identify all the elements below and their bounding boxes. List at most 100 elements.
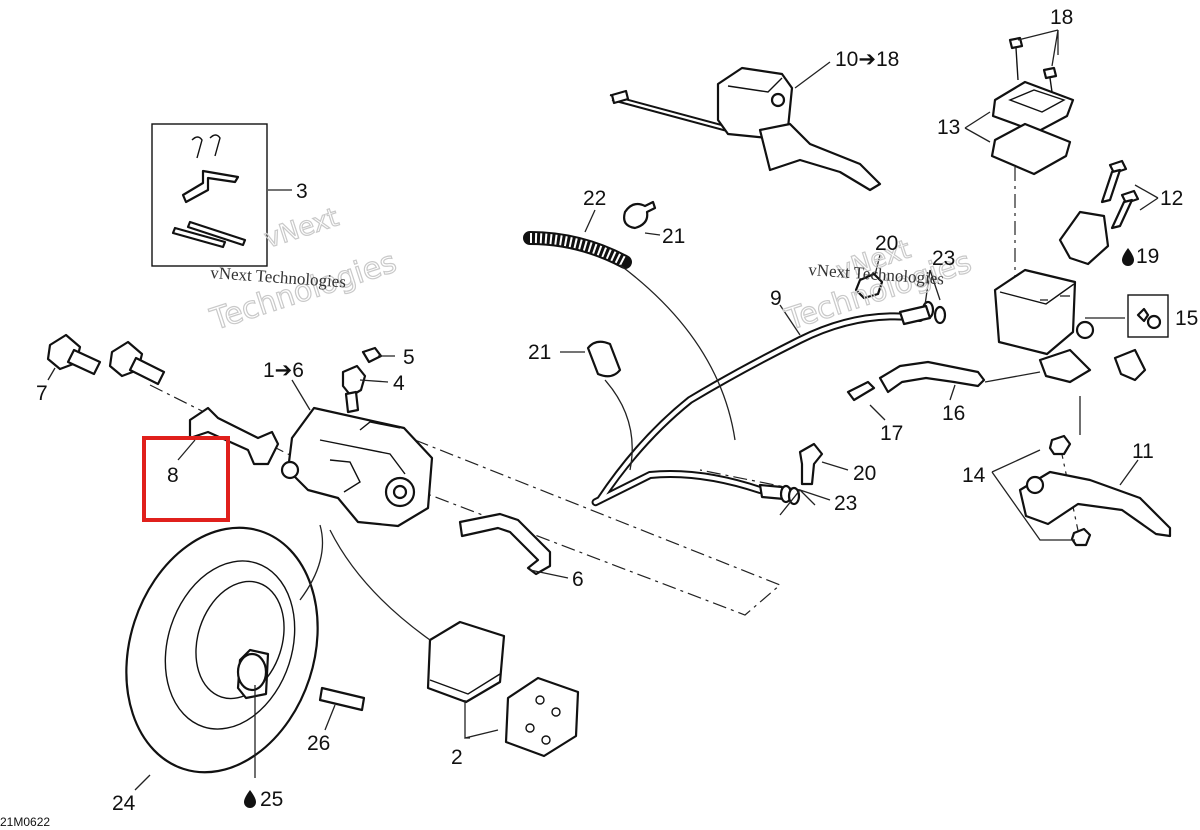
- leader-16: [949, 384, 956, 401]
- spiral-guard-icon: [523, 231, 632, 269]
- connector-17-icon: [846, 380, 876, 402]
- leader-18: [1017, 29, 1059, 67]
- watermark-left: vNext Technologies vNext Technologies: [205, 202, 401, 338]
- hose-clamp-top-icon: [623, 200, 657, 230]
- callout-21-top: 21: [662, 225, 685, 248]
- master-cylinder-top-icon: [609, 66, 882, 192]
- assembly-line-caliper-hose: [414, 439, 782, 616]
- leader-2: [464, 700, 499, 739]
- banjo-bolt-upper-icon: [854, 272, 884, 300]
- reservoir-cover-screws-icon: [1008, 36, 1058, 93]
- drop-icon-15: [1136, 307, 1150, 323]
- highlight-box-part-8: [142, 436, 230, 522]
- pin-a-icon: [171, 226, 227, 249]
- arrow-disc-to-hub: [299, 524, 324, 601]
- watermark-left-line1: vNext: [261, 203, 343, 255]
- cap-kit-box-15: [1127, 294, 1169, 338]
- callout-1-6: 1➔6: [263, 359, 304, 382]
- master-cylinder-right-icon: [993, 268, 1095, 384]
- callout-9: 9: [770, 287, 782, 310]
- brake-switch-wire-icon: [878, 360, 986, 394]
- callout-25: 25: [260, 788, 283, 811]
- spring-clip-icon: [181, 169, 240, 204]
- callout-3: 3: [296, 180, 308, 203]
- leader-21a: [644, 232, 661, 236]
- pin-b-icon: [186, 220, 247, 247]
- handlebar-clamp-icon: [1058, 210, 1110, 266]
- leader-10: [794, 61, 831, 89]
- brake-hose-inner: [593, 314, 922, 505]
- arrow-switch: [984, 371, 1041, 383]
- callout-4: 4: [393, 372, 405, 395]
- callout-2: 2: [451, 746, 463, 769]
- bleeder-cap-icon: [361, 346, 383, 364]
- leader-24: [134, 774, 151, 791]
- lever-pivot-bolt-icon: [1048, 434, 1072, 456]
- leader-13: [964, 111, 991, 143]
- leader-22: [584, 209, 596, 233]
- callout-20-lower: 20: [853, 462, 876, 485]
- fluid-drop-icon-25: [244, 790, 256, 808]
- callout-18: 18: [1050, 6, 1073, 29]
- callout-5: 5: [403, 346, 415, 369]
- callout-26: 26: [307, 732, 330, 755]
- callout-13: 13: [937, 116, 960, 139]
- bleeder-screw-icon: [341, 364, 367, 414]
- callout-11: 11: [1132, 440, 1154, 463]
- leader-14: [991, 449, 1075, 541]
- callout-6: 6: [572, 568, 584, 591]
- callout-23-top: 23: [932, 247, 955, 270]
- callout-7: 7: [36, 382, 48, 405]
- brake-caliper-icon: [280, 406, 434, 528]
- leader-4: [359, 379, 389, 383]
- pin-clips-icon: [191, 134, 221, 159]
- leader-8: [177, 439, 196, 461]
- leader-23a: [924, 269, 941, 306]
- watermark-left-line2: Technologies: [206, 245, 401, 338]
- brake-lever-icon: [1018, 470, 1172, 538]
- leader-23b: [779, 489, 831, 516]
- lever-nut-icon: [1070, 527, 1092, 547]
- callout-16: 16: [942, 402, 965, 425]
- leader-26: [324, 704, 336, 731]
- crossover-tube-icon: [458, 512, 552, 576]
- reservoir-gasket-icon: [990, 122, 1072, 176]
- guard-routing-line: [619, 264, 736, 441]
- leader-12: [1134, 184, 1159, 211]
- callout-14: 14: [962, 464, 986, 487]
- disc-key-icon: [318, 686, 366, 712]
- callout-10-18: 10➔18: [835, 48, 899, 71]
- brake-pad-b-icon: [504, 676, 580, 758]
- clip-routing-line: [604, 379, 633, 471]
- leader-20a: [874, 254, 881, 276]
- callout-19: 19: [1136, 245, 1159, 268]
- leader-1-6: [291, 379, 311, 411]
- callout-12: 12: [1160, 187, 1183, 210]
- callout-25-group: 25: [244, 788, 283, 811]
- diagram-reference-code: 21M0622: [0, 815, 50, 829]
- caliper-bracket-icon: [188, 406, 280, 466]
- arrow-pad-to-caliper: [329, 529, 431, 641]
- brake-disc-icon: [125, 526, 319, 774]
- callout-23-lower: 23: [834, 492, 857, 515]
- fluid-drop-icon-19: [1122, 248, 1134, 266]
- callout-19-group: 19: [1122, 245, 1159, 268]
- hose-clamp-mid-icon: [586, 340, 622, 378]
- reservoir-cover-icon: [991, 80, 1075, 134]
- leader-6: [529, 569, 569, 579]
- callout-8: 8: [167, 464, 179, 487]
- caliper-bolt-b-icon: [108, 340, 166, 386]
- leader-9: [779, 304, 801, 336]
- leader-20b: [821, 461, 849, 471]
- leader-7: [47, 367, 56, 381]
- washer-upper-b-icon: [933, 305, 947, 325]
- callout-15: 15: [1175, 307, 1198, 330]
- callout-17: 17: [880, 422, 903, 445]
- callout-24: 24: [112, 792, 136, 815]
- caliper-bolt-a-icon: [46, 333, 102, 376]
- banjo-fitting-upper-icon: [898, 304, 932, 326]
- kit-box-3: [151, 123, 268, 267]
- clamp-screws-icon: [1100, 159, 1140, 230]
